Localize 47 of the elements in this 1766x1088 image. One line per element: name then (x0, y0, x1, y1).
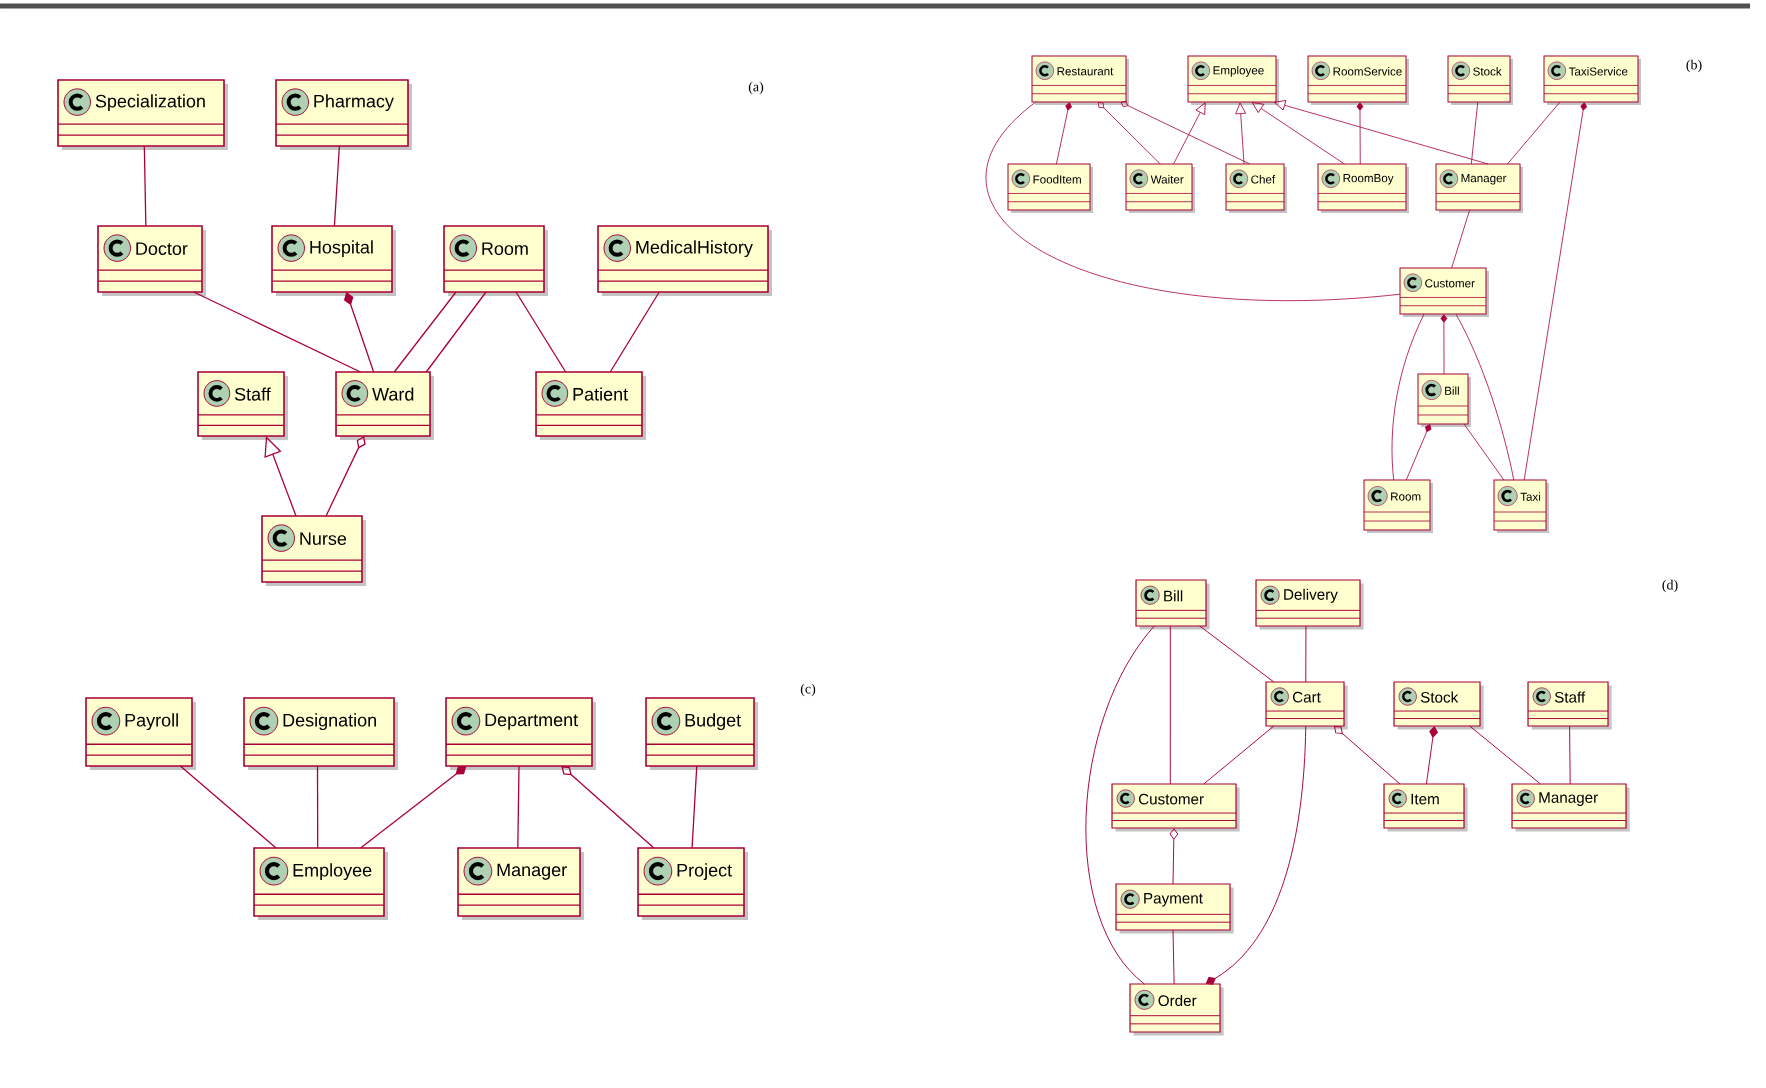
aggregation-line (1169, 828, 1179, 885)
association-line (393, 291, 457, 373)
generalization-arrow (1173, 102, 1206, 165)
composition-line (1356, 102, 1364, 165)
aggregation-line (1097, 102, 1161, 165)
aggregation-line (561, 766, 655, 849)
association-line (179, 765, 277, 849)
composition-line (1056, 102, 1072, 165)
aggregation-line (1334, 726, 1401, 785)
composition-line (343, 292, 375, 373)
association-line (1169, 625, 1171, 785)
association-line (1455, 313, 1515, 481)
composition-line (1405, 424, 1432, 481)
association-line (1451, 209, 1470, 269)
aggregation-line (325, 436, 366, 517)
generalization-arrow (1273, 100, 1489, 165)
composition-line (359, 766, 467, 849)
class-box: Pharmacy (275, 79, 412, 150)
generalization-arrow (1235, 102, 1247, 165)
generalization-arrow (264, 436, 297, 517)
association-line (1569, 725, 1571, 785)
association-line (1203, 725, 1275, 785)
association-line (1305, 625, 1307, 683)
association-line (1463, 423, 1505, 481)
composition-line (1523, 102, 1588, 481)
composition-line (1440, 314, 1448, 375)
association-line (1172, 929, 1175, 985)
association-line (609, 291, 660, 373)
aggregation-line (1120, 100, 1251, 165)
association-line (691, 765, 698, 849)
association-line (517, 765, 520, 849)
association-line (985, 101, 1401, 301)
association-line (1199, 625, 1275, 683)
composition-line (1425, 726, 1438, 785)
association-line (193, 291, 362, 373)
association-line (316, 765, 319, 849)
association-line (425, 291, 487, 373)
association-line (1469, 725, 1541, 785)
association-line (1507, 101, 1561, 165)
association-line (1391, 313, 1425, 481)
association-line (143, 145, 147, 227)
composition-line (1205, 725, 1307, 985)
association-line (333, 145, 340, 227)
generalization-arrow (1251, 102, 1345, 165)
association-line (1470, 101, 1479, 165)
association-line (1085, 625, 1155, 985)
association-line (515, 291, 567, 373)
